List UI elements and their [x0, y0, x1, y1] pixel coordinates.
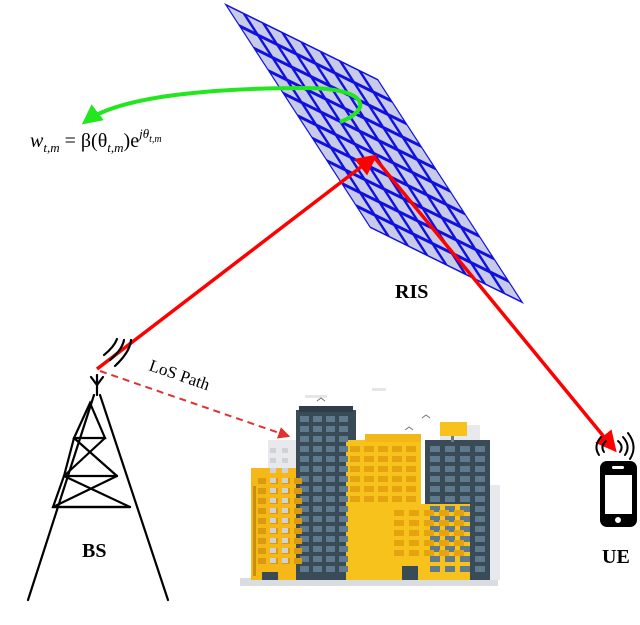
ris-element	[391, 118, 419, 143]
ris-element	[310, 93, 337, 118]
ris-element	[285, 35, 312, 60]
smartphone-icon	[595, 432, 637, 527]
ris-element	[227, 6, 255, 32]
ris-element	[430, 198, 458, 224]
ris-element	[387, 192, 415, 218]
los-path	[99, 370, 291, 439]
ris-element	[315, 141, 342, 167]
ris-element	[401, 153, 429, 179]
ris-element	[436, 247, 463, 272]
los-path-label: LoS Path	[147, 356, 213, 395]
ris-element	[479, 253, 506, 278]
bs-to-ris-path	[95, 154, 378, 371]
ris-element	[300, 119, 328, 144]
ris-element	[435, 185, 462, 211]
city-buildings-icon	[240, 388, 500, 586]
ris-element	[383, 205, 410, 231]
ris-element	[396, 166, 424, 192]
ris-element	[314, 80, 342, 105]
ris-element	[426, 211, 453, 237]
ris-element	[333, 89, 361, 115]
ris-element	[338, 76, 365, 102]
ris-element	[372, 108, 399, 134]
ris-element	[421, 224, 448, 250]
ris-element	[420, 163, 448, 188]
ris-element	[368, 183, 395, 208]
ris-element	[323, 54, 351, 79]
ris-element	[397, 228, 425, 253]
ris-element	[450, 208, 477, 233]
ris-element	[357, 86, 385, 111]
ris-element	[319, 128, 347, 154]
ris-element	[416, 176, 443, 201]
ris-element	[344, 186, 371, 212]
ris-label: RIS	[395, 281, 428, 303]
ris-element	[304, 44, 332, 70]
phase-control-arrow	[81, 85, 363, 125]
ris-element	[329, 164, 357, 189]
ris-element	[378, 218, 405, 244]
ris-element	[305, 106, 332, 131]
ris-element	[242, 29, 269, 54]
ris-element	[359, 209, 386, 234]
ris-element	[402, 215, 429, 240]
ris-element	[373, 170, 400, 195]
ris-element	[363, 196, 391, 221]
ris-to-ue-path	[372, 155, 617, 453]
ris-element	[460, 243, 487, 269]
radio-tower-icon	[26, 337, 170, 602]
ris-element	[493, 275, 521, 301]
bs-label: BS	[82, 540, 106, 562]
ris-element	[280, 48, 308, 73]
ris-element	[324, 115, 352, 141]
ris-element	[256, 51, 284, 77]
ris-element	[246, 16, 274, 41]
ris-frame	[224, 3, 524, 304]
ris-element	[343, 125, 371, 150]
ris-element	[349, 173, 376, 199]
ris-element	[464, 230, 492, 256]
ris-element	[445, 221, 472, 246]
reflection-coefficient-equation: wt,m = β(θt,m)ejθt,m	[30, 126, 162, 155]
ris-element	[266, 25, 293, 51]
ris-element	[363, 134, 390, 160]
ris-panel	[224, 3, 524, 304]
ris-element	[377, 95, 404, 121]
ris-element	[382, 144, 409, 169]
ris-element	[348, 112, 375, 137]
ris-element	[300, 57, 327, 83]
ris-element	[276, 61, 303, 86]
ris-element	[362, 73, 389, 98]
ris-element	[343, 63, 370, 89]
ue-label: UE	[602, 546, 630, 568]
ris-element	[416, 237, 444, 263]
ris-element	[329, 102, 356, 128]
ris-element	[387, 131, 414, 156]
ris-element	[286, 96, 313, 122]
ris-element	[261, 38, 288, 64]
ris-element	[474, 266, 502, 291]
ris-element	[319, 67, 346, 92]
ris-element	[406, 140, 433, 166]
ris-element	[411, 189, 438, 214]
ris-element	[377, 157, 405, 182]
ris-element	[440, 234, 468, 259]
ris-element	[367, 121, 395, 147]
